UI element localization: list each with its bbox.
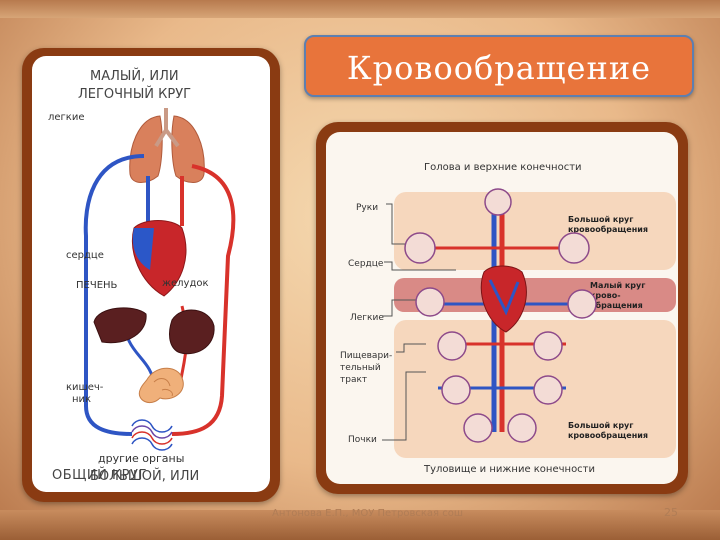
lungs-icon <box>129 108 205 183</box>
label-digestive-1: Пищевари- <box>340 351 392 361</box>
capillary-lung-left-icon <box>415 287 445 317</box>
label-head: Голова и верхние конечности <box>424 162 582 173</box>
label-digestive-3: тракт <box>340 375 367 385</box>
capillary-gut-right-icon <box>533 331 563 361</box>
title-box: Кровообращение <box>304 35 694 97</box>
label-systemic-lower-1: Большой круг <box>568 421 633 430</box>
capillary-lung-right-icon <box>567 289 597 319</box>
label-pulmonary-2: крово- <box>590 291 621 300</box>
label-lungs-right: Легкие <box>350 313 384 323</box>
artery-loop-right <box>171 164 236 436</box>
label-systemic-upper-1: Большой круг <box>568 215 633 224</box>
capillary-head-icon <box>484 188 512 216</box>
left-header-line1: МАЛЫЙ, ИЛИ <box>90 68 179 84</box>
label-digestive-2: тельный <box>340 363 381 373</box>
left-footer-line2: ОБЩИЙ КРУГ <box>52 468 147 483</box>
vein-loop-left <box>83 154 145 436</box>
label-other-organs: другие органы <box>98 452 184 465</box>
liver-icon <box>93 307 147 344</box>
label-arms: Руки <box>356 203 378 213</box>
capillary-kidney-right-icon <box>507 413 537 443</box>
right-panel-frame: Голова и верхние конечности Туловище и н… <box>316 122 688 494</box>
band-systemic-upper <box>394 192 676 270</box>
right-diagram-svg: Голова и верхние конечности Туловище и н… <box>340 162 676 475</box>
left-diagram: МАЛЫЙ, ИЛИ ЛЕГОЧНЫЙ КРУГ легкие сердце <box>32 56 270 492</box>
label-pulmonary-3: обращения <box>590 300 643 310</box>
label-systemic-lower-2: кровообращения <box>568 430 648 440</box>
bottom-decorative-band <box>0 510 720 540</box>
label-intestine-2: ник <box>72 394 91 405</box>
capillary-bundle-icon <box>131 419 173 451</box>
page-number: 25 <box>664 506 678 519</box>
label-lungs: легкие <box>48 112 85 123</box>
label-brackets <box>382 203 456 441</box>
slide-title: Кровообращение <box>346 49 652 87</box>
label-liver: ПЕЧЕНЬ <box>76 280 118 291</box>
intestine-icon <box>138 367 184 403</box>
right-diagram: Голова и верхние конечности Туловище и н… <box>326 132 678 484</box>
label-heart-right: Сердце <box>348 259 384 269</box>
capillary-networks <box>404 188 597 443</box>
label-body: Туловище и нижние конечности <box>423 464 595 475</box>
stomach-icon <box>169 309 215 355</box>
label-heart: сердце <box>66 250 104 261</box>
capillary-kidney-left-icon <box>463 413 493 443</box>
left-panel-frame: МАЛЫЙ, ИЛИ ЛЕГОЧНЫЙ КРУГ легкие сердце <box>22 48 280 502</box>
left-footer-line1: БОЛЬШОЙ, ИЛИ <box>90 468 199 484</box>
label-stomach: желудок <box>162 278 209 289</box>
left-header-line2: ЛЕГОЧНЫЙ КРУГ <box>78 86 191 102</box>
capillary-gut-left-icon <box>437 331 467 361</box>
top-decorative-band <box>0 0 720 18</box>
heart-icon <box>480 265 527 333</box>
capillary-arm-right-icon <box>558 232 590 264</box>
footer-author: Антонова Е.П., МОУ Петровская сош <box>272 508 463 519</box>
left-diagram-svg: МАЛЫЙ, ИЛИ ЛЕГОЧНЫЙ КРУГ легкие сердце <box>48 68 236 484</box>
label-systemic-upper-2: кровообращения <box>568 224 648 234</box>
capillary-arm-left-icon <box>404 232 436 264</box>
label-pulmonary-1: Малый круг <box>590 281 645 290</box>
heart-icon <box>132 220 187 297</box>
capillary-mid-right-icon <box>533 375 563 405</box>
label-intestine-1: кишеч- <box>66 382 104 393</box>
capillary-mid-left-icon <box>441 375 471 405</box>
label-kidneys: Почки <box>348 435 377 445</box>
